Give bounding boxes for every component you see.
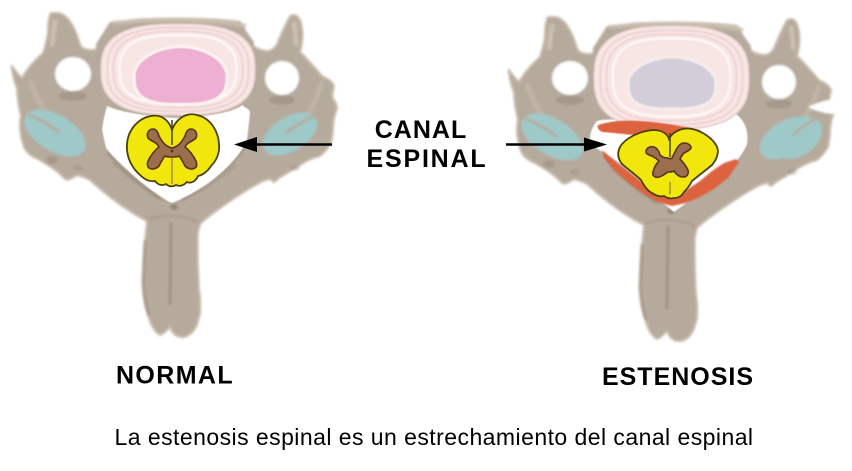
svg-text:NORMAL: NORMAL <box>116 362 234 390</box>
svg-text:La estenosis espinal es un est: La estenosis espinal es un estrechamient… <box>115 424 754 450</box>
svg-text:CANAL: CANAL <box>375 116 468 144</box>
svg-text:ESPINAL: ESPINAL <box>367 145 488 173</box>
svg-text:ESTENOSIS: ESTENOSIS <box>602 363 754 391</box>
